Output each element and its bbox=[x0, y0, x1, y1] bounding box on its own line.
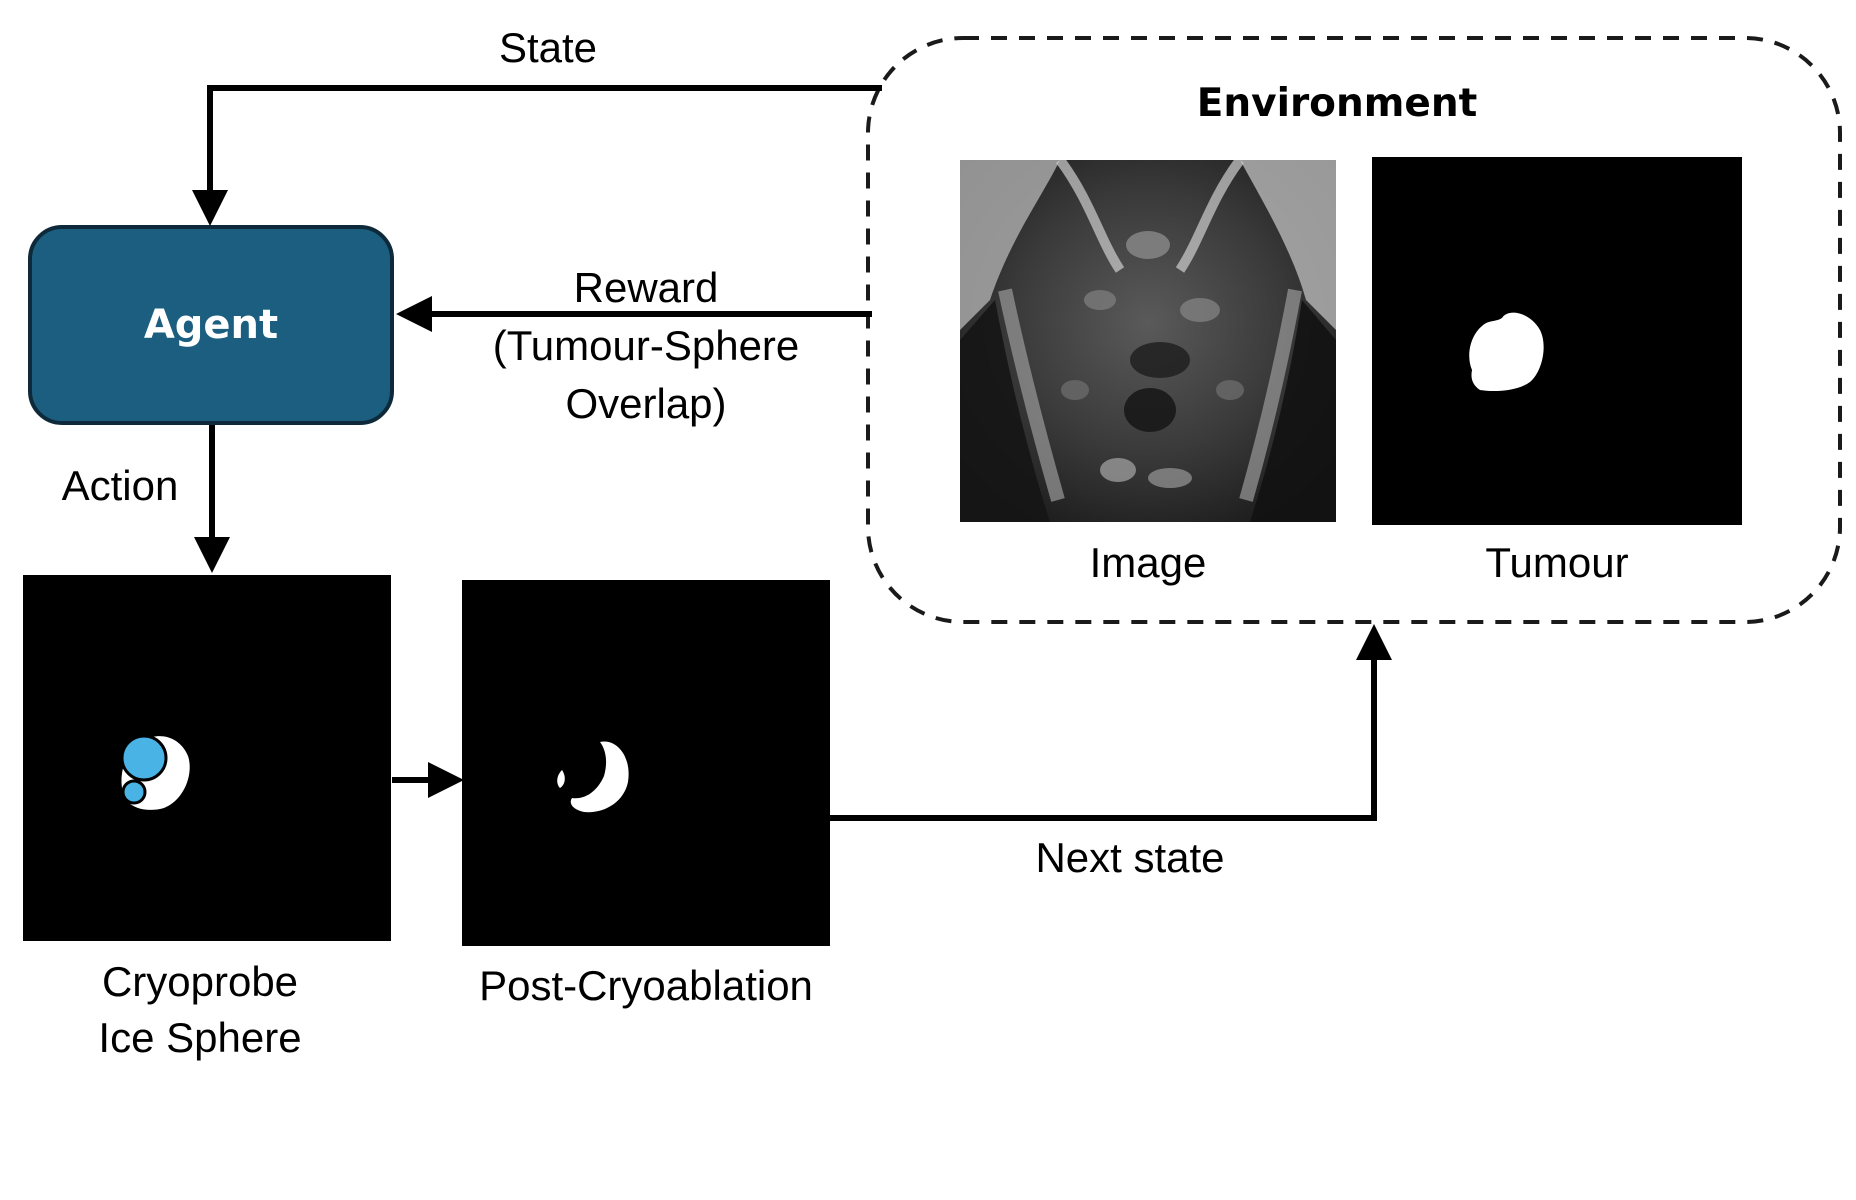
action-label: Action bbox=[62, 462, 179, 509]
reward-label-line2: (Tumour-Sphere bbox=[493, 322, 800, 369]
reward-label-line3: Overlap) bbox=[565, 380, 726, 427]
residual-tumour-fragment bbox=[557, 770, 565, 788]
tumour-blob bbox=[1469, 312, 1544, 392]
reward-label-line1: Reward bbox=[574, 264, 719, 311]
ice-sphere-large bbox=[120, 734, 168, 782]
environment-container bbox=[866, 36, 1842, 624]
cryoprobe-panel bbox=[23, 575, 391, 941]
cryoprobe-caption-line2: Ice Sphere bbox=[98, 1014, 301, 1061]
image-caption: Image bbox=[1090, 539, 1207, 586]
post-cryoablation-caption: Post-Cryoablation bbox=[479, 962, 813, 1009]
next-state-label: Next state bbox=[1035, 834, 1224, 881]
tumour-panel bbox=[1372, 157, 1742, 525]
state-label: State bbox=[499, 24, 597, 71]
next-state-arrow bbox=[830, 624, 1392, 821]
mri-image bbox=[960, 160, 1336, 522]
state-arrow bbox=[192, 85, 882, 226]
cryoprobe-caption-line1: Cryoprobe bbox=[102, 958, 298, 1005]
agent-box bbox=[28, 225, 394, 425]
residual-tumour bbox=[570, 741, 629, 813]
tumour-caption: Tumour bbox=[1485, 539, 1628, 586]
ice-sphere-small bbox=[121, 779, 147, 805]
environment-title: Environment bbox=[1197, 81, 1477, 126]
post-cryoablation-panel bbox=[462, 580, 830, 946]
agent-label: Agent bbox=[144, 302, 278, 348]
